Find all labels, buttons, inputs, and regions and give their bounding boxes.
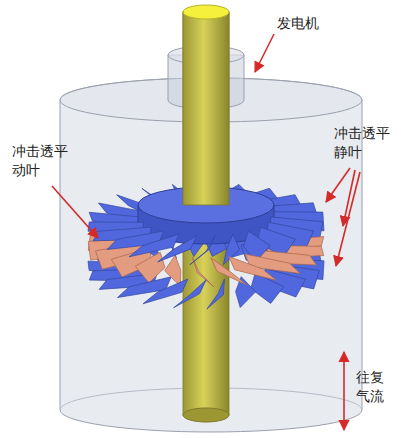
leader-arrow — [255, 34, 274, 72]
part-label: 发电机 — [277, 14, 319, 33]
turbine-blade — [190, 236, 215, 265]
shaft-end — [183, 408, 229, 422]
part-label: 冲击透平 动叶 — [12, 142, 72, 180]
turbine-blade — [165, 255, 181, 286]
leader-arrow — [336, 172, 360, 266]
turbine-blade — [207, 279, 225, 309]
leader-arrow — [52, 186, 98, 238]
shaft-upper — [183, 12, 229, 205]
part-label: 冲击透平 静叶 — [334, 124, 394, 162]
turbine-blade — [158, 236, 197, 263]
part-label: 往复 气流 — [356, 368, 388, 406]
turbine-blade — [135, 252, 165, 283]
leader-arrows — [52, 34, 360, 430]
airflow-arrow — [343, 352, 345, 430]
shaft-cap — [183, 5, 229, 19]
turbine-blade — [143, 279, 188, 304]
turbine-blade — [211, 258, 247, 285]
leader-arrow — [326, 168, 350, 202]
turbine-blade — [174, 280, 207, 308]
